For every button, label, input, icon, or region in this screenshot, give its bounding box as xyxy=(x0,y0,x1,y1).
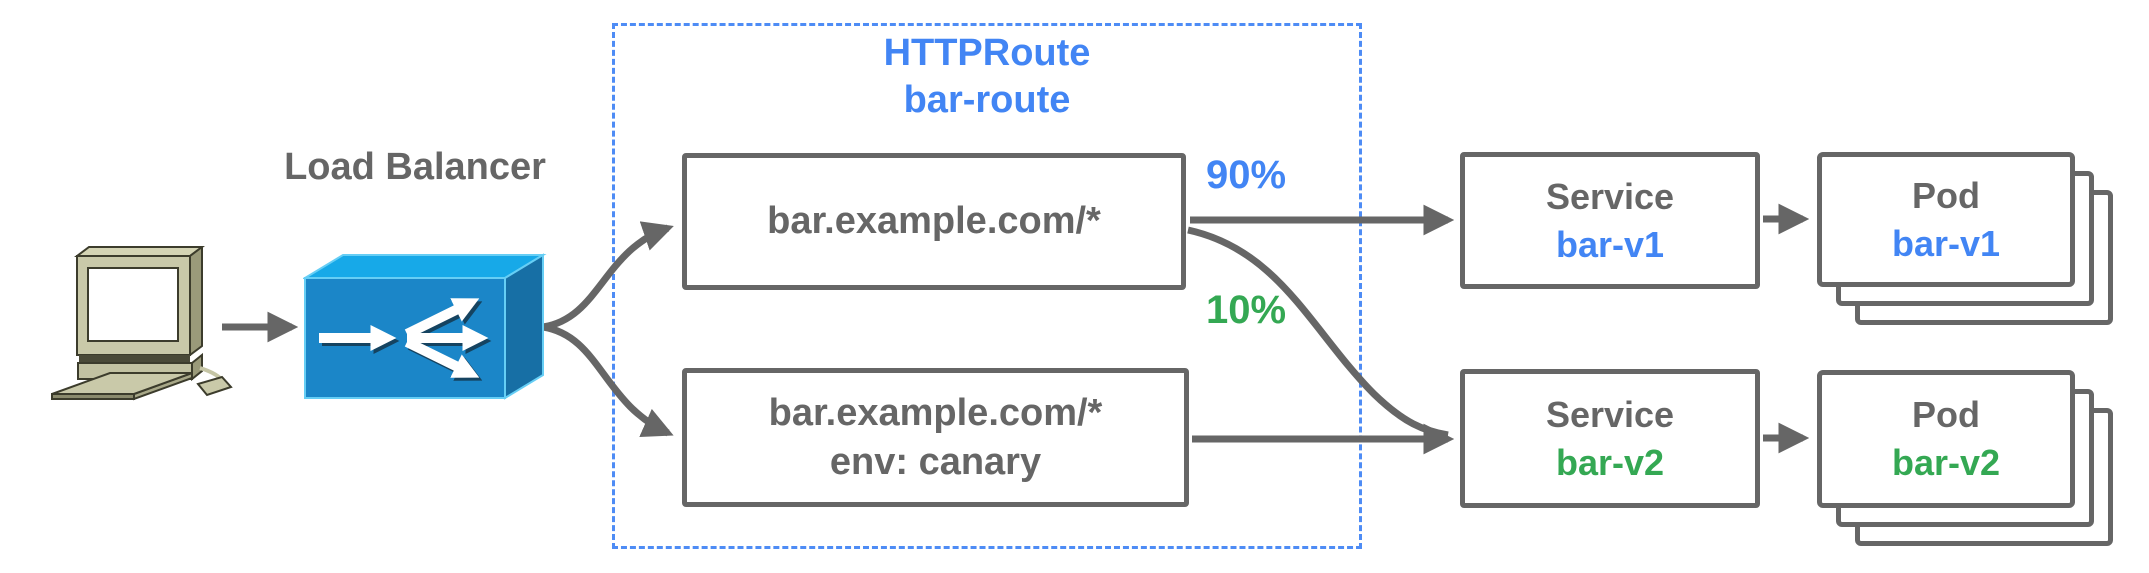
weight-label-10: 10% xyxy=(1206,288,1287,332)
fan-out-arrows-glyph xyxy=(319,298,489,378)
service-2-kind-label: Service xyxy=(1545,393,1675,435)
route-rule-2-match: bar.example.com/* xyxy=(768,391,1103,434)
pod-1-name-label: bar-v1 xyxy=(1891,222,2001,264)
computer-keyboard xyxy=(51,372,193,395)
load-balancer-icon xyxy=(303,253,547,400)
httproute-name-label: bar-route xyxy=(903,79,1071,121)
pod-1-kind-label: Pod xyxy=(1912,174,1980,216)
service-bar-v2-box: Service bar-v2 xyxy=(1460,369,1760,508)
route-rule-2-box: bar.example.com/* env: canary xyxy=(682,368,1189,507)
route-rule-2-header-match: env: canary xyxy=(829,440,1042,483)
computer-screen xyxy=(87,267,179,342)
httproute-kind-label: HTTPRoute xyxy=(883,32,1091,74)
pod-stack-1-card-front: Pod bar-v1 xyxy=(1817,152,2075,287)
pod-stack-2-card-front: Pod bar-v2 xyxy=(1817,370,2075,508)
weight-label-90: 90% xyxy=(1206,153,1287,197)
route-rule-1-box: bar.example.com/* xyxy=(682,153,1186,290)
client-computer-icon xyxy=(51,246,233,401)
service-1-name-label: bar-v1 xyxy=(1555,223,1665,265)
load-balancer-label: Load Balancer xyxy=(284,146,546,188)
route-rule-1-match: bar.example.com/* xyxy=(767,200,1101,242)
computer-mouse xyxy=(196,375,233,397)
service-bar-v1-box: Service bar-v1 xyxy=(1460,152,1760,289)
service-2-name-label: bar-v2 xyxy=(1555,441,1665,483)
httproute-title: HTTPRoute bar-route xyxy=(612,30,1362,124)
pod-2-kind-label: Pod xyxy=(1912,394,1980,435)
service-1-kind-label: Service xyxy=(1545,175,1675,217)
pod-2-name-label: bar-v2 xyxy=(1891,442,2001,483)
